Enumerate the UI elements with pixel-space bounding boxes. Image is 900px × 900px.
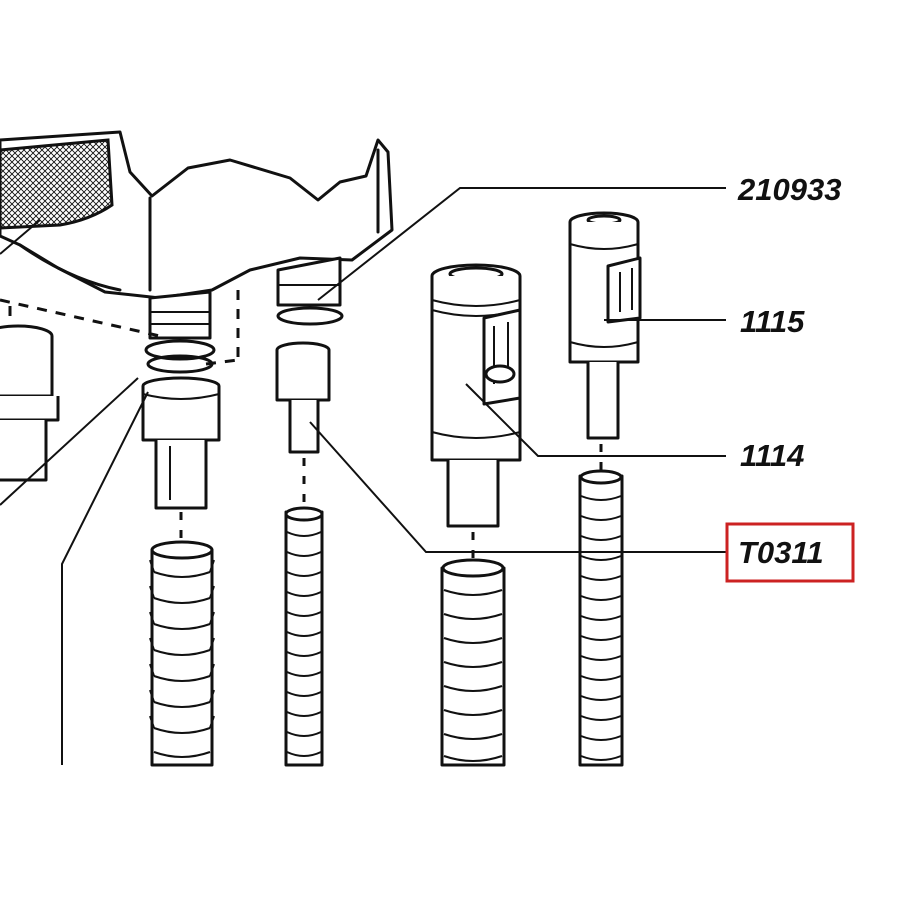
leader-T0311	[309, 421, 726, 553]
short-adapter-left	[141, 376, 221, 510]
leader-left-long	[61, 391, 149, 765]
corrugated-hose-middle	[284, 506, 324, 767]
small-adapter-middle	[275, 341, 331, 454]
connector-1114	[430, 263, 522, 528]
callout-1115: 1115	[740, 304, 805, 339]
connector-1115	[568, 211, 642, 440]
callout-1114: 1114	[740, 438, 804, 473]
highlight-box	[725, 522, 855, 583]
corrugated-hose-1115	[578, 469, 624, 767]
corrugated-hose-left	[149, 540, 215, 767]
right-port-nipple	[276, 256, 344, 326]
leader-210933	[317, 187, 726, 301]
leader-left-mid	[0, 377, 139, 506]
corrugated-hose-1114	[440, 558, 506, 767]
dashed-hidden-outline	[0, 290, 240, 366]
leader-upper-left	[0, 219, 41, 255]
mesh-filter	[0, 138, 114, 230]
left-edge-fitting	[0, 324, 60, 482]
leader-lines	[0, 187, 726, 765]
callout-210933: 210933	[737, 172, 841, 207]
leader-1114	[465, 383, 726, 457]
callout-T0311: T0311	[738, 535, 824, 570]
left-port-nipple	[144, 290, 216, 374]
